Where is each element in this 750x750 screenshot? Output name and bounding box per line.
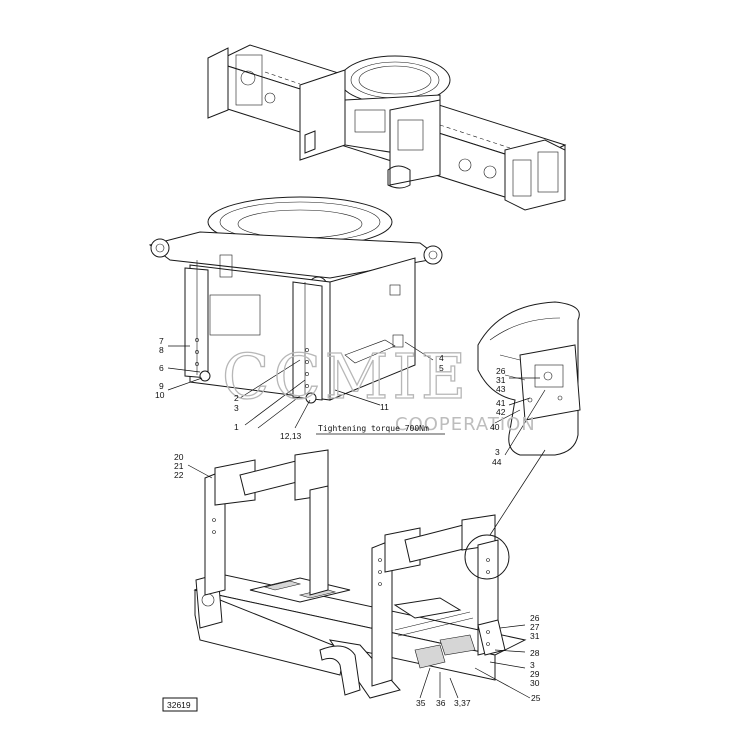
- part-label: 42: [496, 407, 506, 417]
- part-label: 44: [492, 457, 502, 467]
- part-label: 40: [490, 422, 500, 432]
- part-label: 21: [174, 461, 184, 471]
- part-label: 9: [159, 381, 164, 391]
- bottom-frame-assembly: [193, 449, 527, 699]
- drawing-number-box: 32619: [162, 697, 198, 712]
- top-beam-assembly: [207, 44, 567, 211]
- part-label: 43: [496, 384, 506, 394]
- leg-bolts: [195, 338, 309, 388]
- leader-lines: [167, 341, 546, 699]
- part-label: 27: [530, 622, 540, 632]
- part-label: 6: [159, 363, 164, 373]
- part-label: 41: [496, 398, 506, 408]
- part-label: 28: [530, 648, 540, 658]
- drawing-number: 32619: [167, 700, 191, 710]
- part-label: 26: [530, 613, 540, 623]
- watermark: CCMIE COOPERATION: [221, 339, 536, 435]
- part-label: 5: [439, 363, 444, 373]
- part-label: 26: [496, 366, 506, 376]
- watermark-subtext: COOPERATION: [395, 414, 536, 435]
- part-label: 12,13: [280, 431, 302, 441]
- part-label: 1: [234, 422, 239, 432]
- part-label: 3: [495, 447, 500, 457]
- part-label: 7: [159, 336, 164, 346]
- part-label: 31: [530, 631, 540, 641]
- part-label: 3: [530, 660, 535, 670]
- part-label: 31: [496, 375, 506, 385]
- part-label: 35: [416, 698, 426, 708]
- part-label: 3,37: [454, 698, 471, 708]
- part-label: 10: [155, 390, 165, 400]
- part-label: 4: [439, 353, 444, 363]
- part-label: 2: [234, 393, 239, 403]
- watermark-text: CCMIE: [222, 340, 470, 413]
- detail-callout: [477, 301, 581, 456]
- part-label: 22: [174, 470, 184, 480]
- upright-bolts: [212, 518, 490, 646]
- part-label: 3: [234, 403, 239, 413]
- part-label: 36: [436, 698, 446, 708]
- part-label: 30: [530, 678, 540, 688]
- part-label: 25: [531, 693, 541, 703]
- part-label: 20: [174, 452, 184, 462]
- middle-frame-assembly: [148, 196, 443, 404]
- part-label: 8: [159, 345, 164, 355]
- torque-note: Tightening torque 700Nm: [318, 424, 429, 433]
- part-labels: 7 8 6 9 10 2 3 1 12,13 11 4 5 26 31 43 4…: [155, 336, 541, 708]
- part-label: 11: [380, 402, 389, 412]
- part-label: 29: [530, 669, 540, 679]
